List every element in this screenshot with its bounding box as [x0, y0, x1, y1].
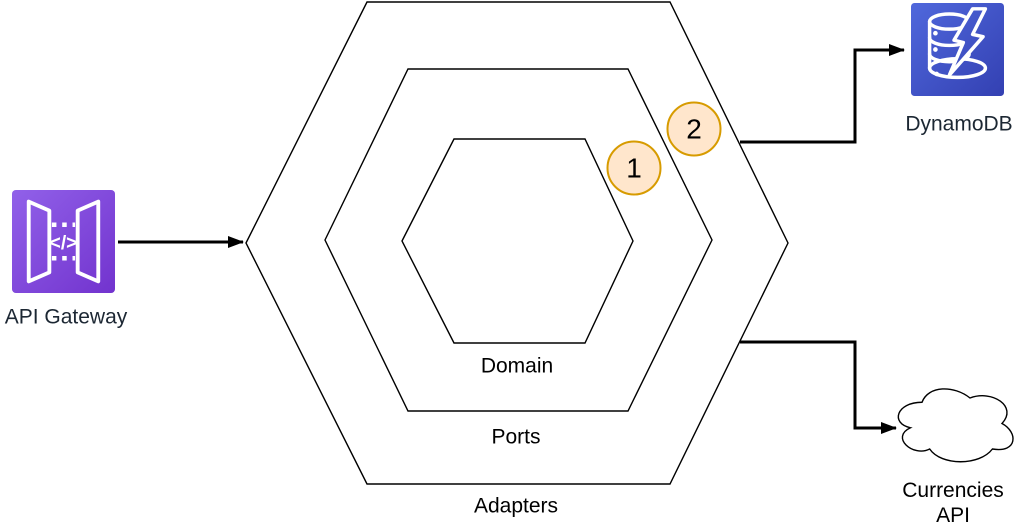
ports-label: Ports: [491, 425, 541, 449]
step-badge-1: 1: [606, 140, 662, 196]
step-badge-2-number: 2: [686, 113, 702, 144]
step-badge-2: 2: [666, 101, 722, 157]
lightning-bolt-icon: [947, 7, 988, 77]
dynamodb-icon: [911, 3, 1004, 96]
step-badge-1-number: 1: [626, 152, 642, 183]
arrow-adapters-to-dynamodb: [740, 44, 905, 144]
code-glyph: </>: [50, 233, 78, 254]
arrow-adapters-to-currencies-api: [740, 340, 897, 434]
currencies-api-label-line1: Currencies: [902, 479, 1004, 502]
api-gateway-label: API Gateway: [4, 305, 128, 329]
adapters-label: Adapters: [473, 494, 559, 518]
currencies-api-label-line2: API: [936, 504, 970, 527]
dynamodb-label: DynamoDB: [905, 112, 1013, 136]
domain-label: Domain: [480, 354, 554, 378]
hexagon-domain: [401, 138, 634, 344]
currencies-api-label: Currencies API: [902, 478, 1004, 528]
api-gateway-icon: </>: [12, 190, 115, 293]
cloud-icon: [898, 389, 1013, 462]
